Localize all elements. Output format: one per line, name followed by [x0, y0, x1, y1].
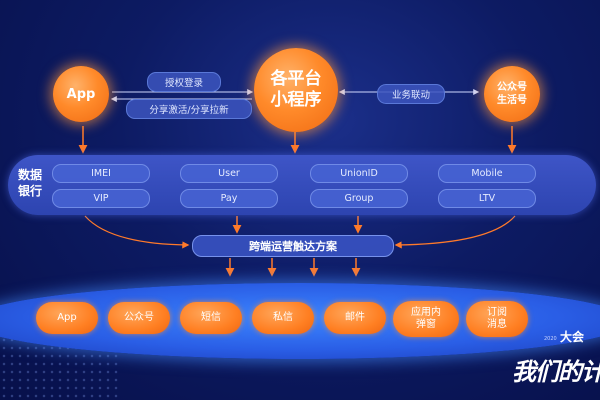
- channel-label-line2: 消息: [487, 319, 507, 330]
- miniprogram-label-line1: 各平台: [270, 69, 322, 89]
- cross-platform-scheme: 跨端运营触达方案: [192, 235, 394, 257]
- bank-cell-user: User: [180, 164, 278, 183]
- app-circle: App: [53, 66, 109, 122]
- bank-cell-imei: IMEI: [52, 164, 150, 183]
- logo-text: 我们的计: [512, 358, 600, 386]
- channel-label: App: [57, 312, 77, 323]
- channel-label-line1: 应用内: [411, 307, 441, 318]
- logo-badge: 大会: [560, 330, 585, 344]
- bank-cell-group: Group: [310, 189, 408, 208]
- bank-cell-mobile: Mobile: [438, 164, 536, 183]
- data-bank-label: 数据银行: [18, 168, 43, 198]
- channel-official-account: 公众号: [108, 302, 170, 334]
- auth-login-label: 授权登录: [147, 72, 221, 92]
- app-label: App: [66, 86, 96, 102]
- wechat-label-line1: 公众号: [497, 82, 527, 93]
- channel-label-line2: 弹窗: [416, 319, 436, 330]
- channel-sms: 短信: [180, 302, 242, 334]
- wechat-circle: 公众号 生活号: [484, 66, 540, 122]
- logo-year: 2020: [544, 336, 557, 342]
- channel-label: 私信: [273, 312, 293, 323]
- bank-cell-ltv: LTV: [438, 189, 536, 208]
- wechat-label-line2: 生活号: [497, 95, 527, 106]
- miniprogram-circle: 各平台 小程序: [254, 48, 338, 132]
- arrow-left-curve: [84, 215, 190, 249]
- channel-label: 公众号: [124, 312, 154, 323]
- channel-label-line1: 订阅: [487, 307, 507, 318]
- channel-email: 邮件: [324, 302, 386, 334]
- channel-label: 邮件: [345, 312, 365, 323]
- channel-private-message: 私信: [252, 302, 314, 334]
- channel-app: App: [36, 302, 98, 334]
- miniprogram-label-line2: 小程序: [270, 90, 322, 110]
- bank-cell-unionid: UnionID: [310, 164, 408, 183]
- arrow-right-curve: [394, 215, 516, 249]
- bank-cell-vip: VIP: [52, 189, 150, 208]
- channel-in-app-popup: 应用内 弹窗: [393, 301, 459, 337]
- share-label: 分享激活/分享拉新: [126, 99, 252, 119]
- bank-cell-pay: Pay: [180, 189, 278, 208]
- business-link-label: 业务联动: [377, 84, 445, 104]
- channel-label: 短信: [201, 312, 221, 323]
- channel-subscription-message: 订阅 消息: [466, 301, 528, 337]
